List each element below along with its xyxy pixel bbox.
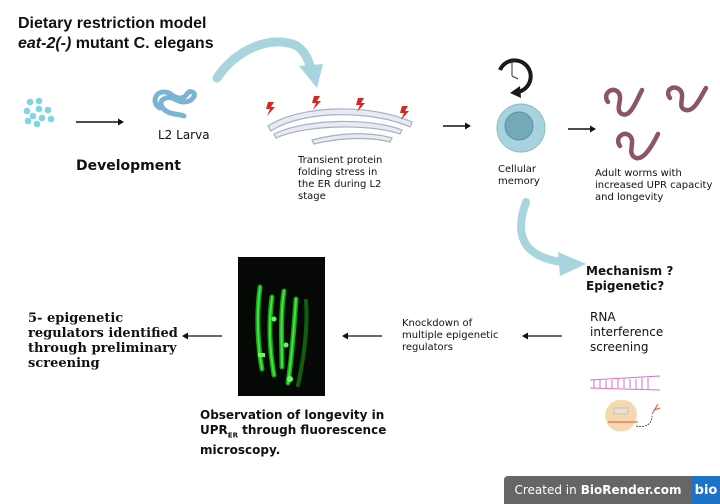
- arrow-right-icon: [76, 118, 124, 126]
- larva-worm-icon: [152, 89, 197, 119]
- rnai-line: interference: [590, 325, 664, 339]
- fluorescence-image: [238, 257, 325, 396]
- observation-label: Observation of longevity in UPRER throug…: [200, 408, 386, 458]
- arrow-left-icon: [522, 332, 562, 340]
- adult-worms-line: and longevity: [595, 192, 664, 203]
- arrow-left-icon: [342, 332, 382, 340]
- er-stress-line: Transient protein: [298, 155, 383, 166]
- er-stress-line: the ER during L2: [298, 179, 382, 190]
- rnai-line: RNA: [590, 310, 616, 324]
- egg-cluster-icon: [23, 97, 55, 128]
- rnai-line: screening: [590, 340, 649, 354]
- result-line: through preliminary: [28, 341, 177, 356]
- upr-text: UPR: [200, 423, 228, 437]
- mechanism-label: Mechanism ? Epigenetic?: [586, 264, 673, 294]
- observation-line: microscopy.: [200, 443, 281, 458]
- result-label: 5- epigenetic regulators identified thro…: [28, 311, 178, 371]
- cellular-memory-line: memory: [498, 176, 540, 187]
- arrow-right-icon: [443, 122, 471, 130]
- curved-arrow-icon: [517, 198, 586, 276]
- title-rest: mutant C. elegans: [71, 35, 214, 52]
- result-line: screening: [28, 356, 100, 371]
- knockdown-line: Knockdown of: [402, 318, 473, 329]
- mechanism-line: Mechanism ?: [586, 264, 674, 278]
- knockdown-line: multiple epigenetic: [402, 330, 499, 341]
- adult-worm-icon: [603, 85, 709, 161]
- adult-worms-line: increased UPR capacity: [595, 180, 713, 191]
- er-subscript: ER: [227, 431, 238, 440]
- clock-cycle-icon: [498, 58, 533, 98]
- mechanism-line: Epigenetic?: [586, 279, 665, 293]
- adult-worms-line: Adult worms with: [595, 168, 682, 179]
- cell-icon: [496, 103, 546, 153]
- biorender-logo-icon: bio: [692, 476, 720, 504]
- observation-line: UPRER through fluorescence: [200, 423, 386, 443]
- er-stress-line: folding stress in: [298, 167, 378, 178]
- lightning-bolt-icon: [266, 96, 409, 120]
- arrow-left-icon: [182, 332, 222, 340]
- result-line: regulators identified: [28, 326, 178, 341]
- rnai-label: RNA interference screening: [590, 310, 663, 355]
- badge-brand: BioRender.com: [580, 483, 682, 497]
- curved-arrow-icon: [212, 37, 323, 88]
- adult-worms-label: Adult worms with increased UPR capacity …: [595, 168, 712, 204]
- cellular-memory-line: Cellular: [498, 164, 537, 175]
- knockdown-label: Knockdown of multiple epigenetic regulat…: [402, 318, 498, 354]
- title-line-1: Dietary restriction model: [18, 15, 207, 32]
- title-gene: eat-2(-): [18, 35, 72, 52]
- development-label: Development: [76, 158, 181, 174]
- badge-prefix: Created in: [514, 483, 577, 497]
- result-line: 5- epigenetic: [28, 311, 124, 326]
- larva-label: L2 Larva: [158, 128, 210, 142]
- observation-line: Observation of longevity in: [200, 408, 385, 422]
- arrow-right-icon: [568, 125, 596, 133]
- er-stress-line: stage: [298, 191, 326, 202]
- er-stress-label: Transient protein folding stress in the …: [298, 155, 382, 203]
- title-line-2: eat-2(-) mutant C. elegans: [18, 34, 214, 54]
- diagram-title: Dietary restriction model eat-2(-) mutan…: [18, 14, 214, 54]
- observation-text: through fluorescence: [237, 423, 387, 437]
- rnai-complex-icon: [589, 375, 661, 432]
- knockdown-line: regulators: [402, 342, 453, 353]
- cellular-memory-label: Cellular memory: [498, 164, 540, 188]
- endoplasmic-reticulum-icon: [266, 96, 413, 145]
